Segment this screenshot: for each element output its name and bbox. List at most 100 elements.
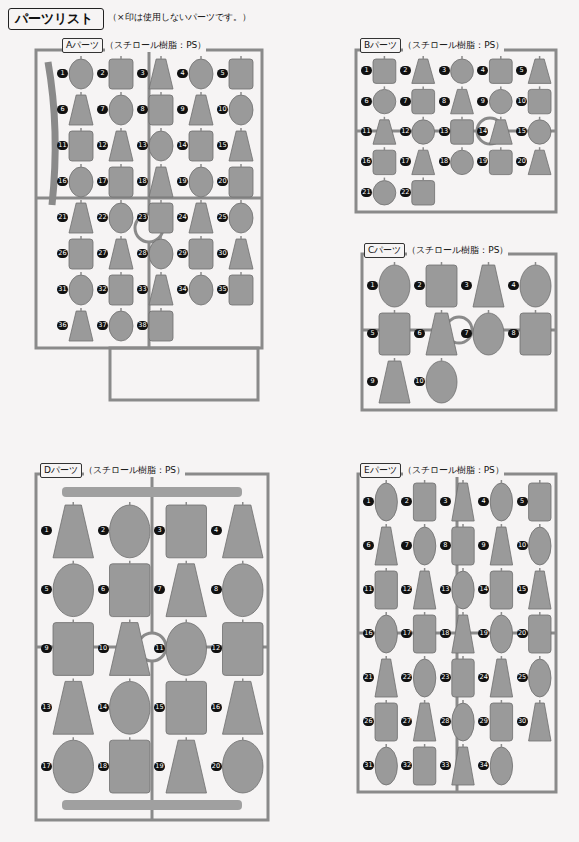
gate <box>200 236 202 239</box>
gate <box>501 700 503 703</box>
note-text: （×印は使用しないパーツです。） <box>108 11 251 24</box>
gate <box>200 200 202 203</box>
runner-tag: Dパーツ <box>40 463 82 478</box>
plastic-part <box>166 623 207 676</box>
plastic-part <box>375 703 397 741</box>
plastic-part <box>373 181 396 205</box>
gate <box>160 56 162 59</box>
callout-number: 32 <box>97 285 108 294</box>
callout-number: 9 <box>478 541 489 550</box>
gate <box>424 700 426 703</box>
callout-number: 31 <box>57 285 68 294</box>
plastic-part <box>110 623 151 676</box>
gate <box>535 262 537 265</box>
plastic-part <box>149 131 173 161</box>
callout-number: 23 <box>137 213 148 222</box>
gate <box>240 92 242 95</box>
callout-number: 2 <box>414 281 425 290</box>
runner-heading: Dパーツ（スチロール樹脂：PS） <box>40 458 185 478</box>
callout-number: 11 <box>363 585 374 594</box>
gate <box>120 236 122 239</box>
plastic-part <box>149 275 173 305</box>
callout-number: 5 <box>217 69 228 78</box>
gate <box>240 128 242 131</box>
gate <box>80 272 82 275</box>
gate <box>501 568 503 571</box>
callout-number: 3 <box>440 497 451 506</box>
plastic-part <box>375 483 397 521</box>
gate <box>424 744 426 747</box>
callout-number: 33 <box>440 761 451 770</box>
gate <box>80 236 82 239</box>
plastic-part <box>375 747 397 785</box>
callout-number: 2 <box>400 66 411 75</box>
gate <box>160 128 162 131</box>
callout-number: 13 <box>41 703 52 712</box>
callout-number: 8 <box>508 329 519 338</box>
callout-number: 29 <box>478 717 489 726</box>
callout-number: 5 <box>517 497 528 506</box>
runner-tag: Bパーツ <box>360 38 401 53</box>
plastic-part <box>149 95 173 125</box>
plastic-part <box>110 564 151 617</box>
gate <box>385 568 387 571</box>
gate <box>461 56 463 59</box>
gate <box>200 128 202 131</box>
gate <box>73 502 75 505</box>
gate <box>539 56 541 59</box>
callout-number: 10 <box>98 644 109 653</box>
gate <box>186 737 188 740</box>
gate <box>501 524 503 527</box>
runner-tag: Cパーツ <box>364 243 405 258</box>
plastic-part <box>375 571 397 609</box>
plastic-part <box>189 239 213 269</box>
runner-d-frame <box>36 474 268 820</box>
callout-number: 12 <box>401 585 412 594</box>
material-text: （スチロール樹脂：PS） <box>105 39 206 52</box>
plastic-part <box>229 167 253 197</box>
gate <box>501 656 503 659</box>
callout-number: 11 <box>57 141 68 150</box>
callout-number: 20 <box>217 177 228 186</box>
plastic-part <box>110 740 151 793</box>
plastic-part <box>53 740 94 793</box>
gate <box>539 568 541 571</box>
callout-number: 2 <box>98 526 109 535</box>
plastic-part <box>489 150 512 174</box>
gate <box>384 178 386 181</box>
callout-number: 26 <box>363 717 374 726</box>
gate <box>462 744 464 747</box>
callout-number: 27 <box>97 249 108 258</box>
material-text: （スチロール樹脂：PS） <box>407 244 508 257</box>
callout-number: 21 <box>361 188 372 197</box>
gate <box>240 164 242 167</box>
gate <box>200 164 202 167</box>
gate <box>424 568 426 571</box>
plastic-part <box>109 131 133 161</box>
plastic-part <box>529 703 551 741</box>
callout-number: 6 <box>363 541 374 550</box>
gate <box>500 56 502 59</box>
plastic-part <box>489 120 512 144</box>
callout-number: 29 <box>177 249 188 258</box>
callout-number: 12 <box>400 127 411 136</box>
gate <box>385 480 387 483</box>
callout-number: 32 <box>401 761 412 770</box>
callout-number: 3 <box>461 281 472 290</box>
gate <box>385 700 387 703</box>
callout-number: 9 <box>477 97 488 106</box>
gate <box>462 568 464 571</box>
gate <box>539 86 541 89</box>
plastic-part <box>109 167 133 197</box>
callout-number: 9 <box>367 377 378 386</box>
plastic-part <box>413 703 435 741</box>
gate <box>160 200 162 203</box>
plastic-part <box>149 59 173 89</box>
gate <box>242 502 244 505</box>
plastic-part <box>109 203 133 233</box>
gate <box>424 480 426 483</box>
gate <box>160 164 162 167</box>
callout-number: 2 <box>401 497 412 506</box>
callout-number: 30 <box>517 717 528 726</box>
